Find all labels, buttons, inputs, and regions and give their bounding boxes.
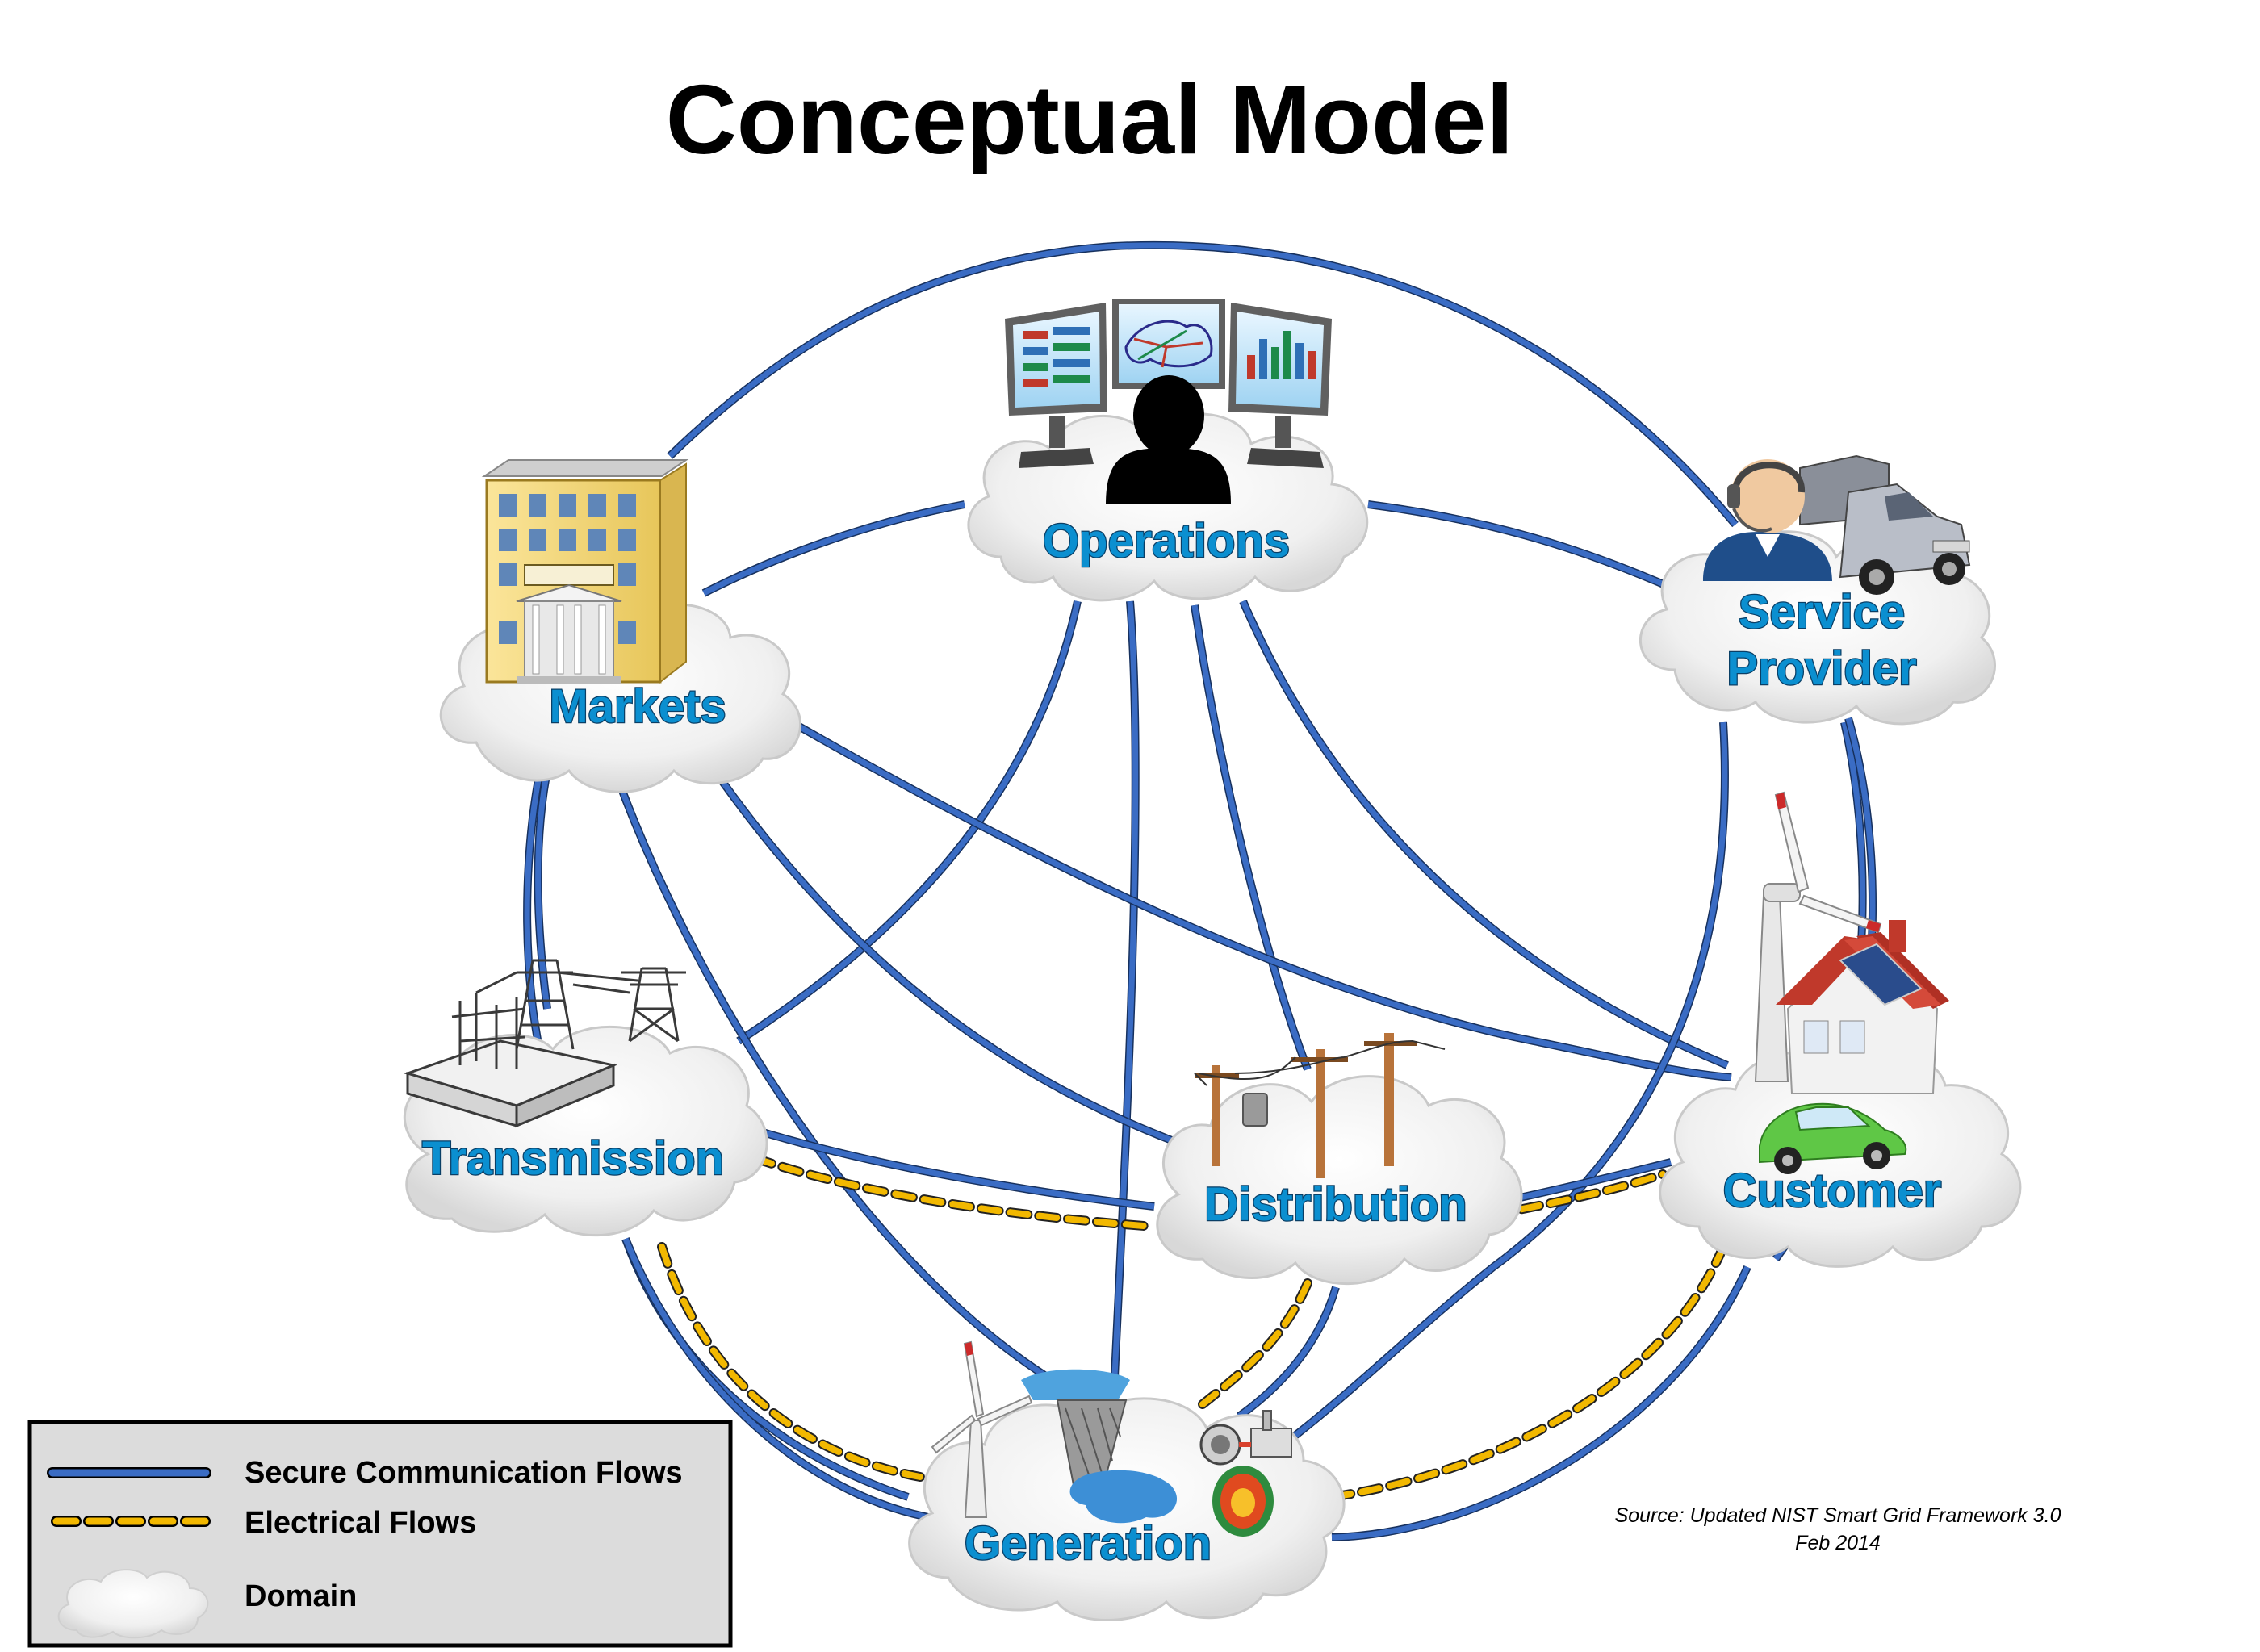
domain-generation: Generation (908, 1340, 1346, 1621)
domain-label: Operations (1043, 515, 1290, 567)
control-room-icon (1005, 299, 1332, 504)
electrical-flow-distribution-customer (1490, 1171, 1666, 1218)
legend-domain-cloud (57, 1569, 209, 1639)
domain-label: Distribution (1204, 1178, 1467, 1231)
communication-flow-transmission-distribution (753, 1127, 1155, 1210)
electrical-flows (657, 1153, 1728, 1502)
legend-label-communication: Secure Communication Flows (245, 1456, 683, 1490)
market-building-icon (481, 459, 689, 684)
communication-flow-customer-generation (1331, 1265, 1751, 1541)
electrical-flow-transmission-generation (659, 1244, 923, 1480)
electrical-flow-outline-transmission-distribution (750, 1153, 1159, 1232)
domain-label: Provider (1726, 642, 1916, 695)
communication-flow-distribution-generation (1237, 1286, 1339, 1419)
legend-label-electrical: Electrical Flows (245, 1506, 476, 1540)
substation-tower-icon (404, 959, 686, 1128)
communication-flow-markets-generation (610, 765, 1067, 1391)
domain-cloud (1156, 1075, 1523, 1286)
operator-silhouette (1106, 375, 1231, 504)
monitor-center (1112, 299, 1225, 389)
source-note: Source: Updated NIST Smart Grid Framewor… (1615, 1504, 2061, 1527)
electrical-flow-distribution-generation (1199, 1280, 1311, 1407)
electrical-flow-transmission-distribution (751, 1155, 1157, 1230)
electrical-flow-customer-generation (1329, 1244, 1726, 1500)
communication-flow-distribution-customer (1496, 1159, 1672, 1206)
communication-flow-service-provider-generation (1281, 721, 1728, 1447)
utility-poles-icon (1194, 1033, 1446, 1178)
communication-flow-operations-generation (1111, 600, 1139, 1395)
electrical-flow-outline-customer-generation (1327, 1242, 1728, 1502)
domain-label: Markets (549, 680, 726, 733)
communication-flow-outline-operations-distribution (1191, 604, 1312, 1071)
domain-transmission: Transmission (404, 959, 768, 1237)
communication-flow-operations-markets (702, 501, 965, 596)
source-date: Feb 2014 (1795, 1532, 1881, 1554)
communication-flow-operations-service-provider (1367, 501, 1676, 592)
service-technician-truck-icon (1703, 454, 1971, 595)
communication-flow-outline-distribution-generation (1237, 1286, 1340, 1420)
communication-flow-operations-distribution (1191, 604, 1311, 1071)
communication-flow-operations-customer (1240, 600, 1729, 1069)
legend-label-domain: Domain (245, 1579, 357, 1613)
outer-arc-top-left (668, 242, 1738, 527)
communication-flow-markets-distribution (704, 757, 1188, 1149)
communication-flow-operations-transmission (737, 600, 1081, 1043)
communication-flow-outline-operations-customer (1239, 600, 1729, 1069)
communication-flow-markets-customer (769, 707, 1732, 1081)
monitor-left (1005, 303, 1107, 468)
electrical-flow-outline-distribution-generation (1198, 1278, 1312, 1409)
power-plants-icon (931, 1340, 1292, 1537)
domain-service-provider: Service Provider (1638, 454, 1996, 726)
domain-label: Transmission (422, 1132, 724, 1185)
monitor-right (1228, 303, 1332, 468)
domain-label: Generation (965, 1517, 1212, 1570)
domain-customer: Customer (1659, 791, 2022, 1268)
domain-label: Customer (1723, 1165, 1942, 1217)
legend: Secure Communication Flows Electrical Fl… (27, 1420, 733, 1648)
communication-flow-markets-transmission (535, 762, 552, 1010)
domains: Operations (404, 299, 2022, 1621)
domain-distribution: Distribution (1156, 1033, 1523, 1286)
domain-cloud (1659, 1051, 2022, 1268)
outer-arc-bottom-left (622, 1237, 929, 1520)
house-wind-ev-icon (1754, 791, 1949, 1174)
domain-operations: Operations (967, 299, 1369, 602)
communication-flow-outline-operations-service-provider (1367, 500, 1676, 593)
communication-flow-outline-operations-markets (701, 500, 965, 597)
domain-markets: Markets (439, 459, 802, 793)
domain-label: Service (1739, 586, 1905, 638)
page-title: Conceptual Model (666, 65, 1514, 174)
